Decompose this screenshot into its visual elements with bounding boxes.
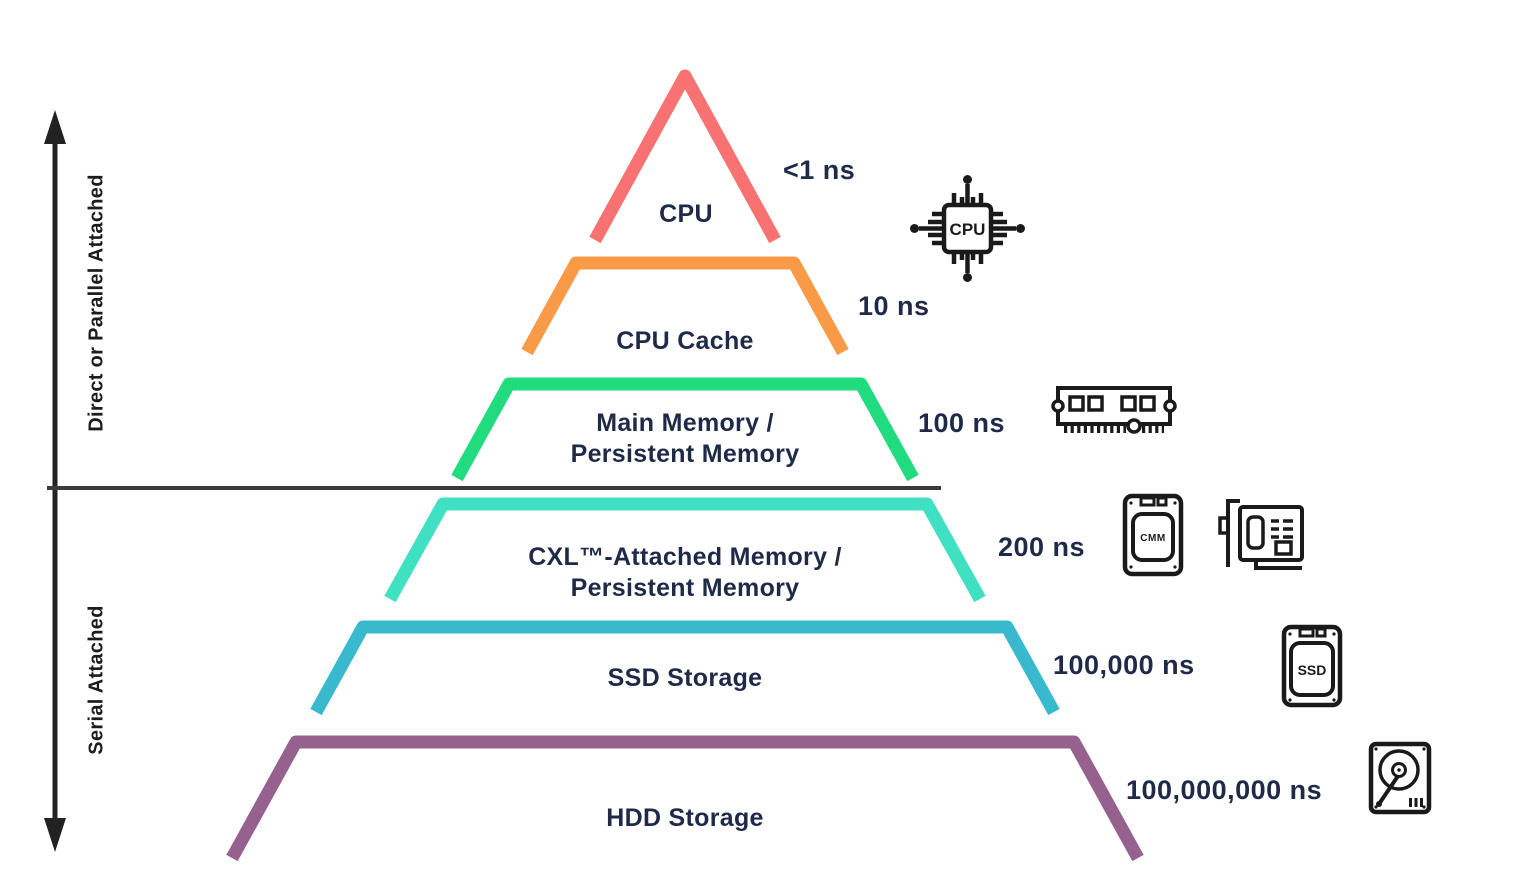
level-label-cpu: CPU xyxy=(659,199,713,230)
level-label-cpu-cache-line1: CPU Cache xyxy=(616,327,754,355)
pcie-card-icon xyxy=(1218,499,1304,570)
level-label-cxl-line1: CXL™-Attached Memory / xyxy=(528,543,842,571)
hdd-drive-icon xyxy=(1368,741,1432,815)
vertical-axis-arrow xyxy=(44,110,66,852)
svg-text:CMM: CMM xyxy=(1140,533,1165,544)
svg-text:SSD: SSD xyxy=(1298,662,1327,678)
ssd-drive-icon: SSD xyxy=(1281,624,1343,708)
latency-cxl: 200 ns xyxy=(998,532,1086,562)
band-cpu xyxy=(589,69,781,244)
band-main-memory xyxy=(451,377,919,482)
level-label-main-memory-line2: Persistent Memory xyxy=(570,440,800,468)
band-ssd-storage xyxy=(310,620,1060,716)
level-label-hdd-line1: HDD Storage xyxy=(606,804,764,832)
band-hdd-storage xyxy=(226,735,1144,862)
level-label-cxl-line2: Persistent Memory xyxy=(570,574,800,602)
latency-ssd: 100,000 ns xyxy=(1053,650,1195,680)
ram-dimm-icon xyxy=(1051,386,1177,434)
band-cpu-cache xyxy=(521,256,849,356)
axis-label-serial: Serial Attached xyxy=(85,605,108,755)
level-label-main-memory-line1: Main Memory / xyxy=(596,409,774,437)
axis-label-direct-parallel: Direct or Parallel Attached xyxy=(85,174,108,432)
level-label-hdd-storage: HDD Storage xyxy=(606,803,764,834)
latency-cpu: <1 ns xyxy=(783,155,856,185)
latency-cpu-cache: 10 ns xyxy=(858,291,930,321)
latency-main-memory: 100 ns xyxy=(918,408,1006,438)
cmm-drive-icon: CMM xyxy=(1122,493,1184,577)
level-label-cpu-line1: CPU xyxy=(659,200,713,228)
level-label-ssd-line1: SSD Storage xyxy=(607,664,763,692)
level-label-cpu-cache: CPU Cache xyxy=(616,326,753,357)
svg-text:CPU: CPU xyxy=(950,220,986,239)
cpu-chip-icon: CPU xyxy=(910,175,1025,282)
band-cxl-attached-memory xyxy=(384,497,986,603)
level-label-cxl-attached-memory: CXL™-Attached Memory / Persistent Memory xyxy=(528,542,842,604)
arrow-down-icon xyxy=(44,818,66,852)
level-label-main-memory: Main Memory / Persistent Memory xyxy=(571,408,800,470)
arrow-up-icon xyxy=(44,110,66,144)
latency-hdd: 100,000,000 ns xyxy=(1126,775,1323,805)
level-label-ssd-storage: SSD Storage xyxy=(608,663,763,694)
